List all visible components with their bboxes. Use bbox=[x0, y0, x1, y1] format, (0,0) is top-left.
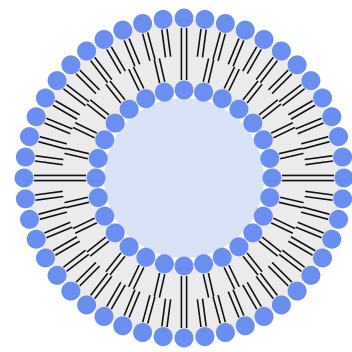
aqueous-core bbox=[104, 98, 264, 258]
inner-lipid-head bbox=[175, 257, 194, 276]
outer-lipid-head bbox=[195, 10, 214, 29]
outer-lipid-head bbox=[272, 295, 291, 314]
inner-lipid-head bbox=[243, 223, 262, 242]
outer-lipid-head bbox=[216, 14, 235, 33]
outer-lipid-head bbox=[48, 71, 67, 90]
inner-lipid-head bbox=[136, 248, 155, 267]
outer-lipid-head bbox=[61, 282, 80, 301]
outer-lipid-head bbox=[216, 323, 235, 342]
inner-lipid-head bbox=[229, 237, 248, 256]
outer-lipid-head bbox=[27, 107, 46, 126]
outer-lipid-head bbox=[16, 148, 35, 167]
inner-lipid-head bbox=[260, 188, 279, 207]
inner-lipid-head bbox=[87, 169, 106, 188]
inner-lipid-head bbox=[120, 100, 139, 119]
outer-lipid-head bbox=[48, 266, 67, 285]
outer-lipid-head bbox=[36, 249, 55, 268]
outer-lipid-head bbox=[288, 282, 307, 301]
outer-lipid-head bbox=[133, 14, 152, 33]
inner-lipid-head bbox=[155, 254, 174, 273]
inner-lipid-head bbox=[89, 149, 108, 168]
outer-lipid-head bbox=[175, 329, 194, 348]
inner-lipid-head bbox=[263, 169, 282, 188]
outer-lipid-head bbox=[154, 327, 173, 346]
inner-lipid-head bbox=[194, 254, 213, 273]
outer-lipid-head bbox=[95, 30, 114, 49]
outer-lipid-head bbox=[272, 42, 291, 61]
outer-lipid-head bbox=[27, 230, 46, 249]
outer-lipid-head bbox=[77, 295, 96, 314]
outer-lipid-head bbox=[175, 9, 194, 28]
outer-lipid-head bbox=[313, 249, 332, 268]
outer-lipid-head bbox=[329, 127, 348, 146]
outer-lipid-head bbox=[322, 230, 341, 249]
outer-lipid-head bbox=[113, 316, 132, 335]
inner-lipid-head bbox=[213, 89, 232, 108]
outer-lipid-head bbox=[322, 107, 341, 126]
outer-lipid-head bbox=[20, 127, 39, 146]
outer-lipid-head bbox=[113, 21, 132, 40]
inner-lipid-head bbox=[243, 114, 262, 133]
outer-lipid-head bbox=[16, 189, 35, 208]
outer-lipid-head bbox=[333, 189, 352, 208]
inner-lipid-head bbox=[213, 248, 232, 267]
outer-lipid-head bbox=[195, 327, 214, 346]
outer-lipid-head bbox=[61, 55, 80, 74]
outer-lipid-head bbox=[236, 316, 255, 335]
inner-lipid-head bbox=[175, 81, 194, 100]
outer-lipid-head bbox=[95, 307, 114, 326]
outer-lipid-head bbox=[236, 21, 255, 40]
outer-lipid-head bbox=[313, 89, 332, 108]
inner-lipid-head bbox=[136, 89, 155, 108]
outer-lipid-head bbox=[333, 148, 352, 167]
inner-lipid-head bbox=[95, 207, 114, 226]
inner-lipid-head bbox=[120, 237, 139, 256]
inner-lipid-head bbox=[89, 188, 108, 207]
inner-lipid-head bbox=[106, 114, 125, 133]
inner-lipid-head bbox=[254, 207, 273, 226]
outer-lipid-head bbox=[288, 55, 307, 74]
outer-lipid-head bbox=[20, 210, 39, 229]
outer-lipid-head bbox=[255, 307, 274, 326]
outer-lipid-head bbox=[77, 42, 96, 61]
outer-lipid-head bbox=[154, 10, 173, 29]
inner-lipid-head bbox=[254, 130, 273, 149]
inner-lipid-head bbox=[106, 223, 125, 242]
outer-lipid-head bbox=[15, 169, 34, 188]
outer-lipid-head bbox=[36, 89, 55, 108]
inner-lipid-head bbox=[260, 149, 279, 168]
outer-lipid-head bbox=[255, 30, 274, 49]
inner-lipid-head bbox=[229, 100, 248, 119]
outer-lipid-head bbox=[133, 323, 152, 342]
outer-lipid-head bbox=[301, 71, 320, 90]
inner-lipid-head bbox=[194, 83, 213, 102]
inner-lipid-head bbox=[95, 130, 114, 149]
outer-lipid-head bbox=[329, 210, 348, 229]
outer-lipid-head bbox=[301, 266, 320, 285]
inner-lipid-head bbox=[155, 83, 174, 102]
